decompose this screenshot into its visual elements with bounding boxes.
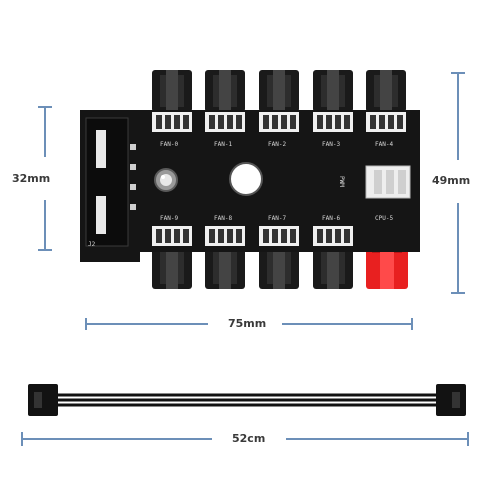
dim-line-cable-length (21, 432, 469, 446)
board-width-label: 75mm (228, 317, 267, 330)
dim-line-total-height (451, 72, 465, 294)
label-fan-1: FAN-1 (214, 141, 232, 148)
label-fan-4: FAN-4 (375, 141, 393, 148)
label-cpu-5: CPU-5 (375, 215, 393, 222)
label-fan-3: FAN-3 (322, 141, 340, 148)
label-fan-7: FAN-7 (268, 215, 286, 222)
label-fan-6: FAN-6 (322, 215, 340, 222)
label-fan-0: FAN-0 (160, 141, 178, 148)
dim-line-board-height (38, 106, 52, 251)
extension-cable (28, 384, 466, 416)
label-fan-8: FAN-8 (214, 215, 232, 222)
label-fan-2: FAN-2 (268, 141, 286, 148)
cable-length-label: 52cm (232, 432, 266, 445)
bottom-header-pins (152, 226, 353, 246)
total-height-label: 49mm (432, 174, 471, 187)
board-height-label: 32mm (12, 172, 51, 185)
top-connectors (152, 70, 406, 112)
dim-line-board-width (85, 318, 413, 330)
bottom-connectors (152, 235, 408, 289)
top-header-pins (152, 112, 406, 132)
label-pwm: PWM (338, 176, 345, 187)
label-fan-9: FAN-9 (160, 215, 178, 222)
label-j2: J2 (88, 241, 96, 248)
splitter-board: FAN-0 FAN-1 FAN-2 FAN-3 FAN-4 FAN-9 FAN-… (80, 110, 420, 262)
